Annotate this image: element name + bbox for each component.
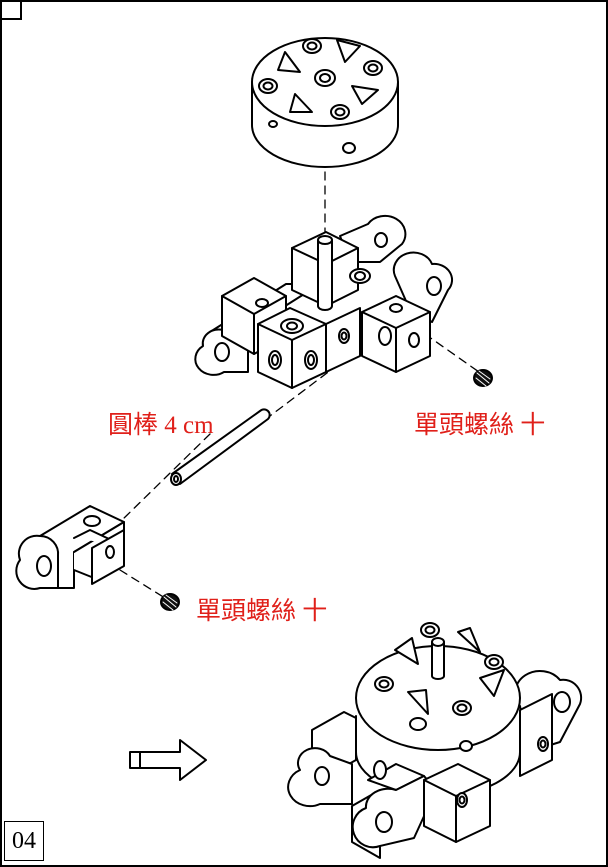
- screw-left-label: 單頭螺絲 十: [196, 598, 328, 625]
- right-arrow-icon: [129, 739, 207, 781]
- corner-box: [2, 2, 22, 20]
- rod-4cm: [170, 408, 271, 486]
- screw-left: [160, 593, 180, 611]
- center-assembly: [194, 214, 454, 389]
- screw-right: [473, 369, 493, 387]
- final-assembly: [287, 622, 583, 859]
- connector-block: [15, 505, 125, 590]
- rod-label: 圓棒 4 cm: [108, 412, 214, 439]
- step-number: 04: [4, 821, 44, 861]
- wheel-disc: [251, 37, 399, 168]
- screw-right-label: 單頭螺絲 十: [414, 412, 546, 439]
